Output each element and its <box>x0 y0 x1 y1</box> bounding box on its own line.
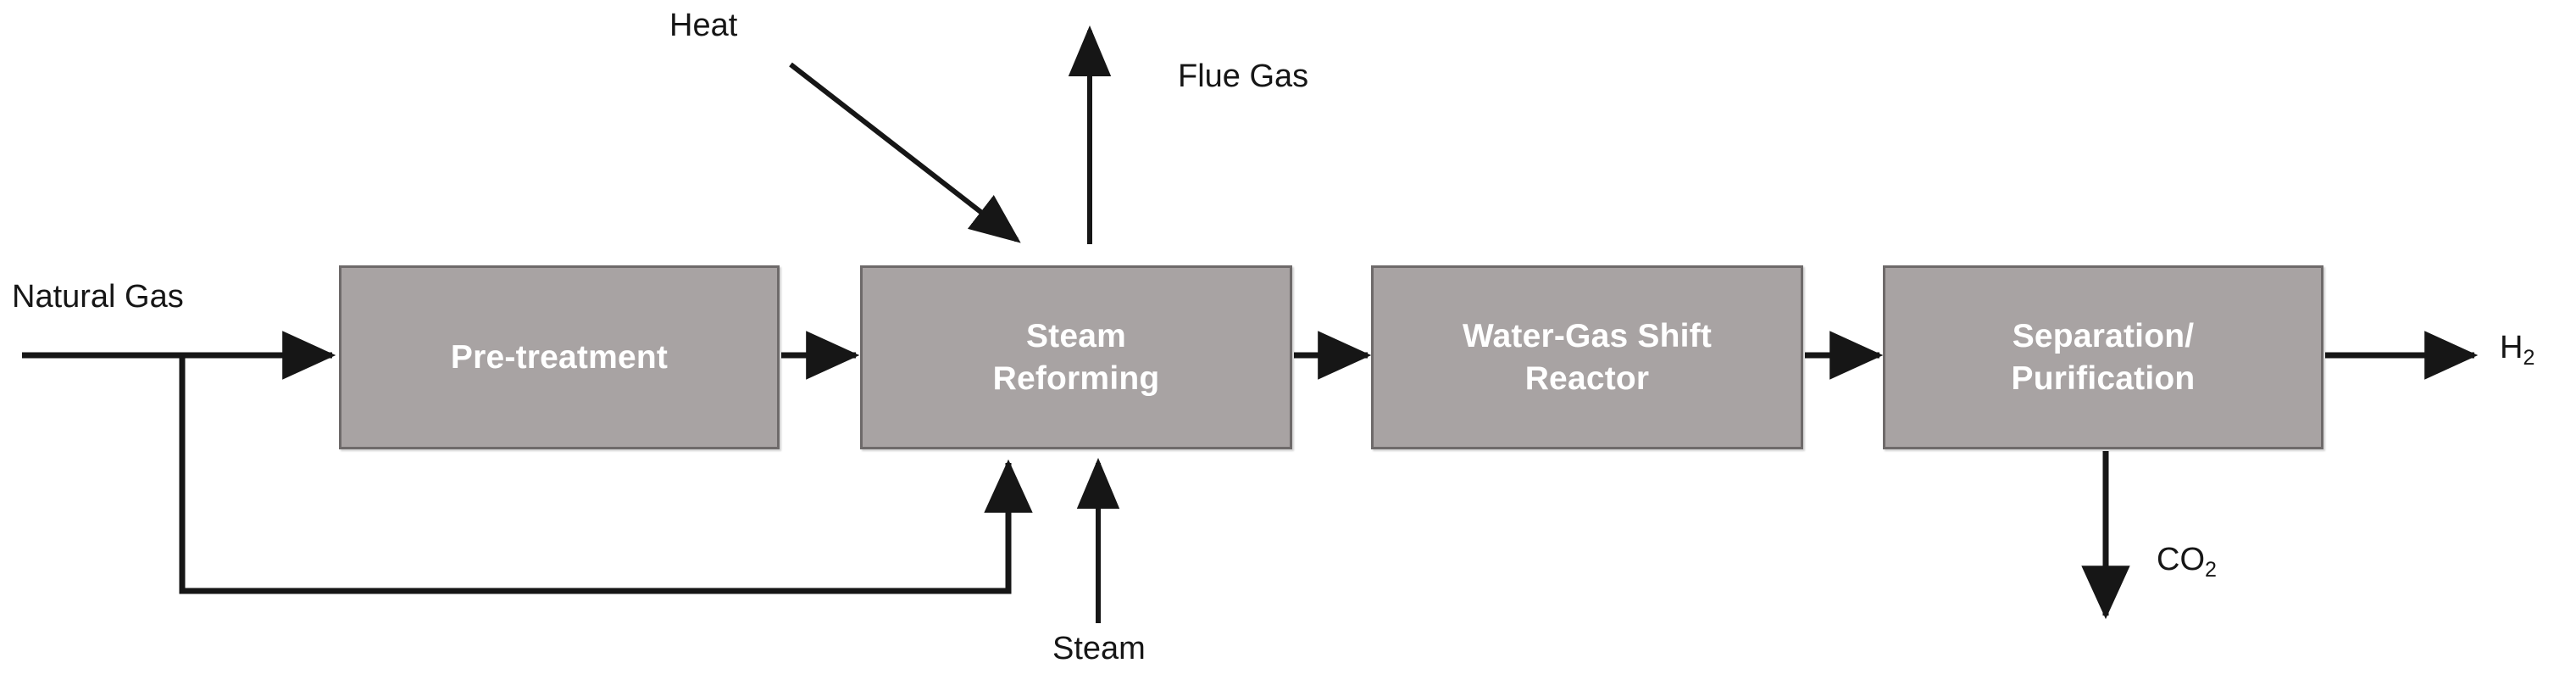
stream-label-steam: Steam <box>1052 631 1146 666</box>
stream-label-natural-gas: Natural Gas <box>12 279 184 315</box>
process-box-label: Water-Gas Shift Reactor <box>1462 317 1713 397</box>
process-box-pre-treatment[interactable]: Pre-treatment <box>339 265 780 449</box>
process-box-label: Pre-treatment <box>450 338 669 376</box>
process-box-label: Steam Reforming <box>992 317 1160 397</box>
stream-label-carbon-dioxide-subscript: 2 <box>2205 558 2217 582</box>
stream-label-hydrogen-subscript: 2 <box>2523 346 2535 371</box>
stream-label-carbon-dioxide: CO2 <box>2157 542 2217 582</box>
process-box-separation-purification[interactable]: Separation/ Purification <box>1883 265 2323 449</box>
stream-label-carbon-dioxide-text: CO <box>2157 542 2205 577</box>
process-box-label: Separation/ Purification <box>2011 317 2196 397</box>
stream-label-heat: Heat <box>669 8 738 43</box>
connector-natural-gas-bypass <box>179 357 1033 594</box>
connector-heat-to-reforming <box>789 62 1021 243</box>
stream-label-hydrogen-text: H <box>2500 330 2523 365</box>
stream-label-flue-gas: Flue Gas <box>1178 59 1309 94</box>
stream-label-hydrogen: H2 <box>2500 330 2534 370</box>
process-box-water-gas-shift-reactor[interactable]: Water-Gas Shift Reactor <box>1371 265 1803 449</box>
process-box-steam-reforming[interactable]: Steam Reforming <box>860 265 1292 449</box>
